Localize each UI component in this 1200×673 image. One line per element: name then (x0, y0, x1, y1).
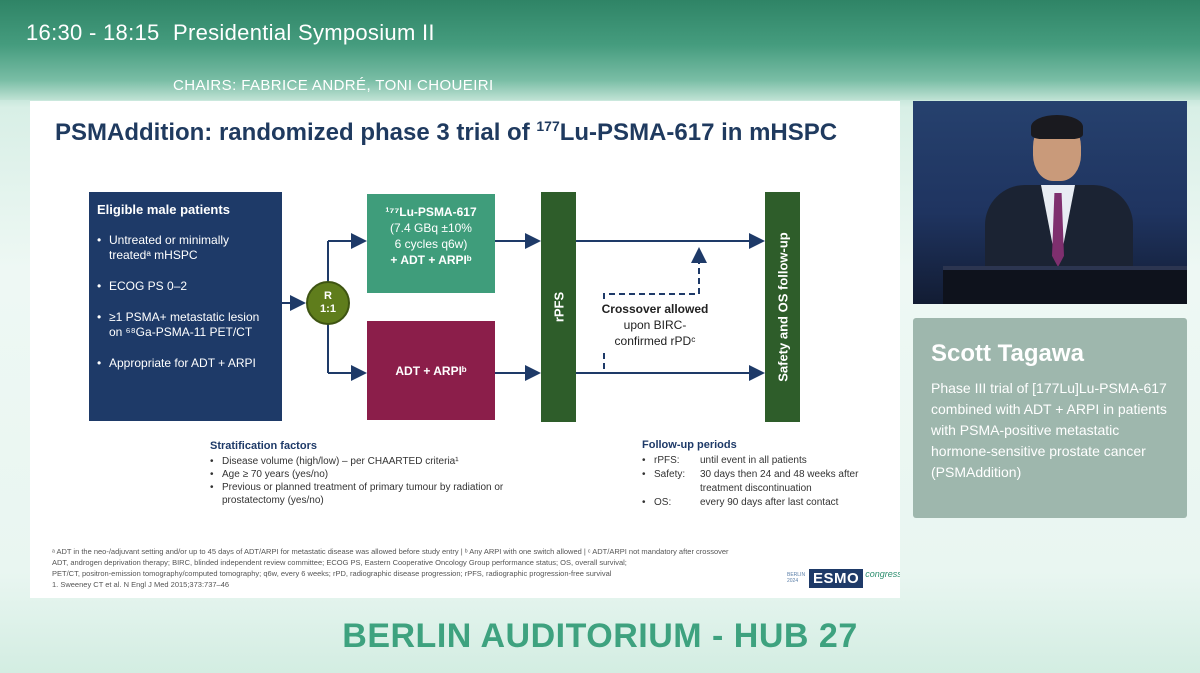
rpfs-bar: rPFS (541, 192, 576, 422)
eligible-item: Untreated or minimally treatedᵃ mHSPC (97, 233, 274, 263)
speaker-video (913, 101, 1187, 304)
lu-arm-dose: (7.4 GBq ±10% (390, 221, 472, 235)
logo-city: BERLIN 2024 (787, 572, 806, 584)
follow-up-value: 30 days then 24 and 48 weeks after treat… (700, 469, 859, 494)
follow-up-row: • OS: every 90 days after last contact (642, 496, 872, 510)
eligible-heading: Eligible male patients (97, 202, 230, 217)
logo-word: congress (865, 569, 900, 579)
footnote-line: PET/CT, positron-emission tomography/com… (52, 569, 612, 578)
stratification-heading: Stratification factors (210, 440, 317, 452)
crossover-note: Crossover allowed upon BIRC- confirmed r… (600, 301, 710, 349)
session-header: 16:30 - 18:15 Presidential Symposium II … (0, 0, 1200, 100)
esmo-congress-logo: BERLIN 2024 ESMO congress (787, 566, 900, 590)
podium (943, 266, 1187, 304)
eligible-criteria-list: Untreated or minimally treatedᵃ mHSPC EC… (97, 233, 274, 371)
crossover-dashed-path (603, 247, 707, 369)
slide-title-prefix: PSMAddition: randomized phase 3 trial of (55, 119, 537, 146)
eligible-item: ECOG PS 0–2 (97, 279, 274, 294)
crossover-line: confirmed rPDᶜ (614, 334, 696, 348)
follow-up-value: until event in all patients (700, 455, 807, 466)
logo-mark: ESMO (809, 568, 864, 588)
eligible-item: ≥1 PSMA+ metastatic lesion on ⁶⁸Ga-PSMA-… (97, 310, 274, 340)
safety-followup-label: Safety and OS follow-up (775, 232, 790, 382)
slide-title: PSMAddition: randomized phase 3 trial of… (55, 118, 838, 147)
stratification-item: Disease volume (high/low) – per CHAARTED… (210, 455, 540, 468)
lu-arm-combo: + ADT + ARPIᵇ (390, 253, 472, 267)
lu-psma-arm-box: ¹⁷⁷Lu-PSMA-617 (7.4 GBq ±10% 6 cycles q6… (367, 194, 495, 293)
crossover-line: upon BIRC- (623, 318, 687, 332)
speaker-figure-hair (1031, 115, 1083, 139)
follow-up-periods: Follow-up periods • rPFS: until event in… (642, 438, 872, 510)
follow-up-key: Safety: (654, 469, 686, 480)
eligible-patients-box: Eligible male patients Untreated or mini… (89, 192, 282, 421)
follow-up-heading: Follow-up periods (642, 439, 737, 451)
follow-up-row: • rPFS: until event in all patients (642, 454, 872, 468)
trial-flow-arrows (282, 233, 765, 381)
follow-up-key: rPFS: (654, 455, 680, 466)
control-arm-label: ADT + ARPIᵇ (395, 363, 467, 378)
stratification-item: Previous or planned treatment of primary… (210, 481, 540, 507)
speaker-info-card: Scott Tagawa Phase III trial of [177Lu]L… (913, 318, 1187, 518)
session-chairs: CHAIRS: FABRICE ANDRÉ, TONI CHOUEIRI (173, 77, 494, 94)
rpfs-label: rPFS (551, 291, 566, 323)
safety-followup-bar: Safety and OS follow-up (765, 192, 800, 422)
footnote-line: 1. Sweeney CT et al. N Engl J Med 2015;3… (52, 580, 230, 589)
footnote-line: ᵃ ADT in the neo-/adjuvant setting and/o… (52, 547, 729, 556)
slide-title-superscript: 177 (536, 118, 560, 134)
follow-up-key: OS: (654, 497, 672, 508)
randomization-node: R 1:1 (306, 281, 350, 325)
follow-up-value: every 90 days after last contact (700, 497, 839, 508)
session-title: Presidential Symposium II (173, 20, 435, 45)
speaker-talk-description: Phase III trial of [177Lu]Lu-PSMA-617 co… (931, 380, 1167, 480)
stratification-list: Disease volume (high/low) – per CHAARTED… (210, 455, 540, 507)
eligible-item: Appropriate for ADT + ARPI (97, 356, 274, 371)
randomization-ratio: 1:1 (320, 303, 336, 315)
lu-arm-drug: ¹⁷⁷Lu-PSMA-617 (385, 205, 477, 219)
footnote-line: ADT, androgen deprivation therapy; BIRC,… (52, 558, 627, 567)
speaker-name: Scott Tagawa (931, 340, 1084, 367)
follow-up-row: • Safety: 30 days then 24 and 48 weeks a… (642, 468, 872, 496)
stratification-factors: Stratification factors Disease volume (h… (210, 440, 540, 507)
stratification-item: Age ≥ 70 years (yes/no) (210, 468, 540, 481)
control-arm-box: ADT + ARPIᵇ (367, 321, 495, 420)
lu-arm-cycles: 6 cycles q6w) (394, 237, 468, 251)
speaker-figure-tie (1052, 193, 1064, 267)
session-time: 16:30 - 18:15 (26, 20, 160, 45)
venue-label: BERLIN AUDITORIUM - HUB 27 (342, 617, 858, 655)
presentation-slide: PSMAddition: randomized phase 3 trial of… (30, 101, 900, 598)
slide-title-suffix: Lu-PSMA-617 in mHSPC (559, 119, 838, 146)
crossover-heading: Crossover allowed (601, 302, 709, 316)
randomization-label: R (324, 290, 332, 302)
slide-footnotes: ᵃ ADT in the neo-/adjuvant setting and/o… (52, 546, 812, 590)
